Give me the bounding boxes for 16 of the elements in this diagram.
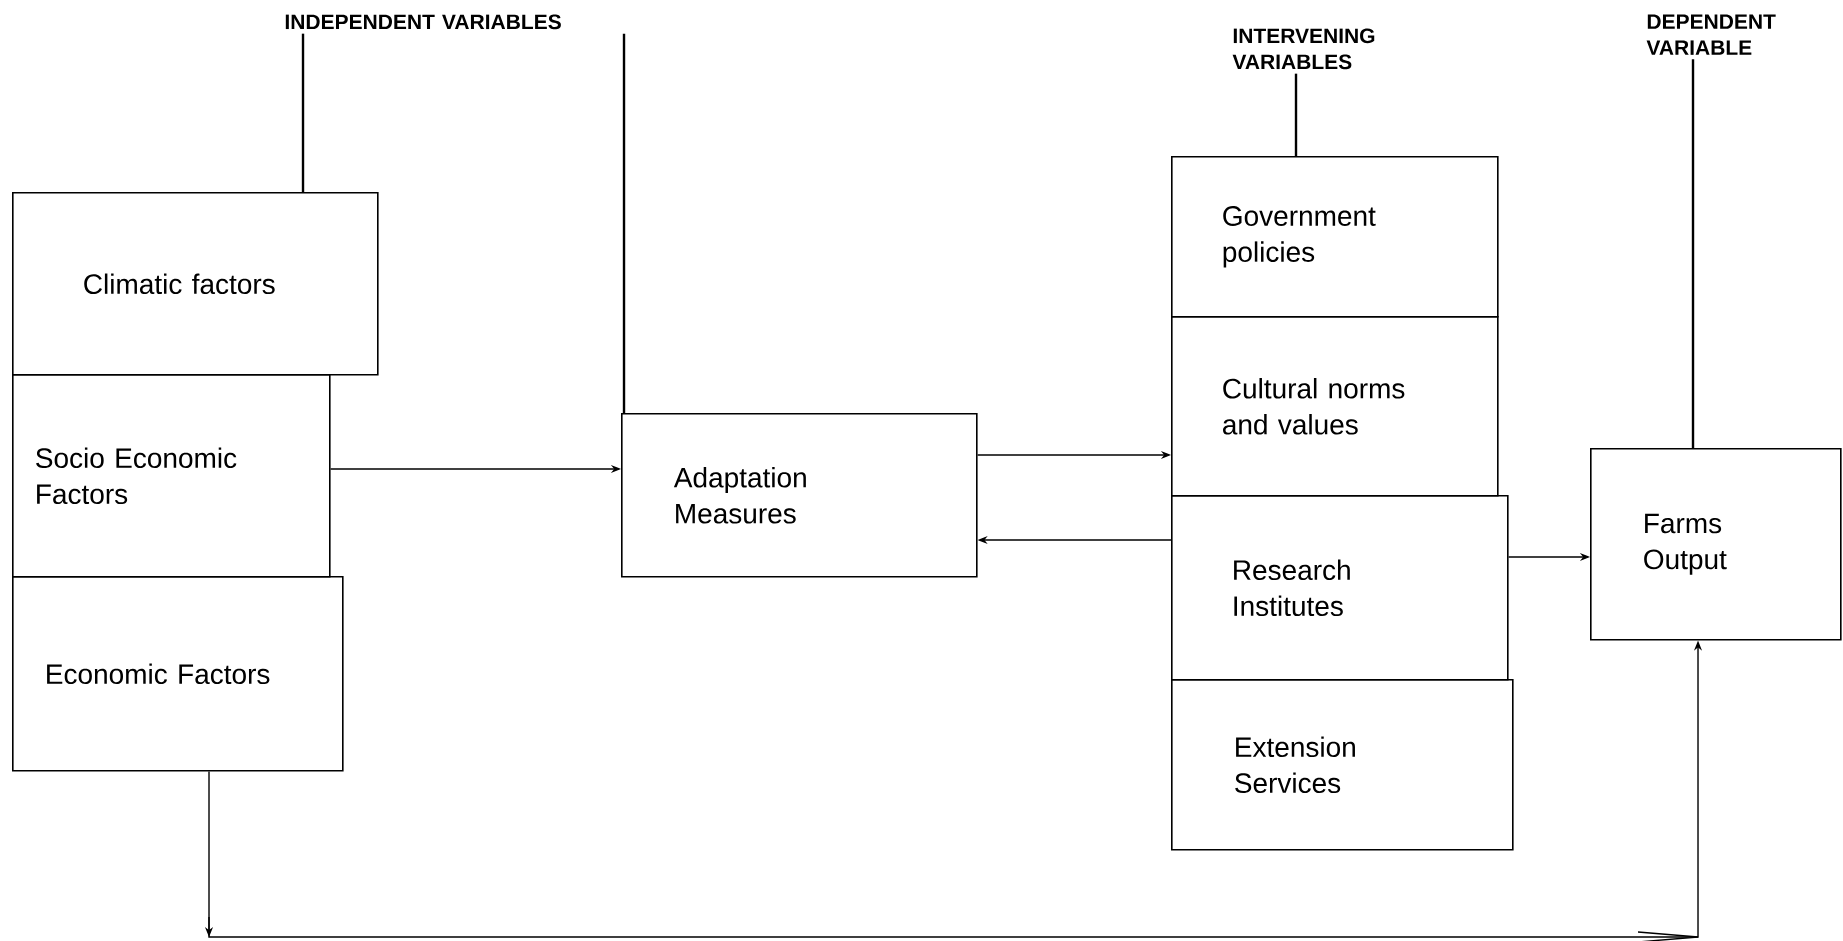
variable-box: Economic Factors <box>12 576 344 772</box>
heading-label: DEPENDENT VARIABLE <box>1646 14 1776 55</box>
variable-box: Cultural norms and values <box>1171 316 1499 497</box>
variable-box: Farms Output <box>1590 448 1842 641</box>
variable-box: Extension Services <box>1171 679 1514 851</box>
leader-line <box>1294 73 1298 156</box>
leader-line <box>301 33 305 192</box>
variable-box: Government policies <box>1171 156 1499 318</box>
variable-box: Climatic factors <box>12 192 379 376</box>
variable-box: Socio Economic Factors <box>12 374 331 578</box>
heading-label: INDEPENDENT VARIABLES <box>285 14 561 30</box>
heading-label: INTERVENING VARIABLES <box>1232 28 1375 70</box>
leader-line <box>622 33 626 413</box>
variable-box: Research Institutes <box>1171 495 1509 681</box>
leader-line <box>1691 59 1695 448</box>
variable-box: Adaptation Measures <box>621 413 978 578</box>
